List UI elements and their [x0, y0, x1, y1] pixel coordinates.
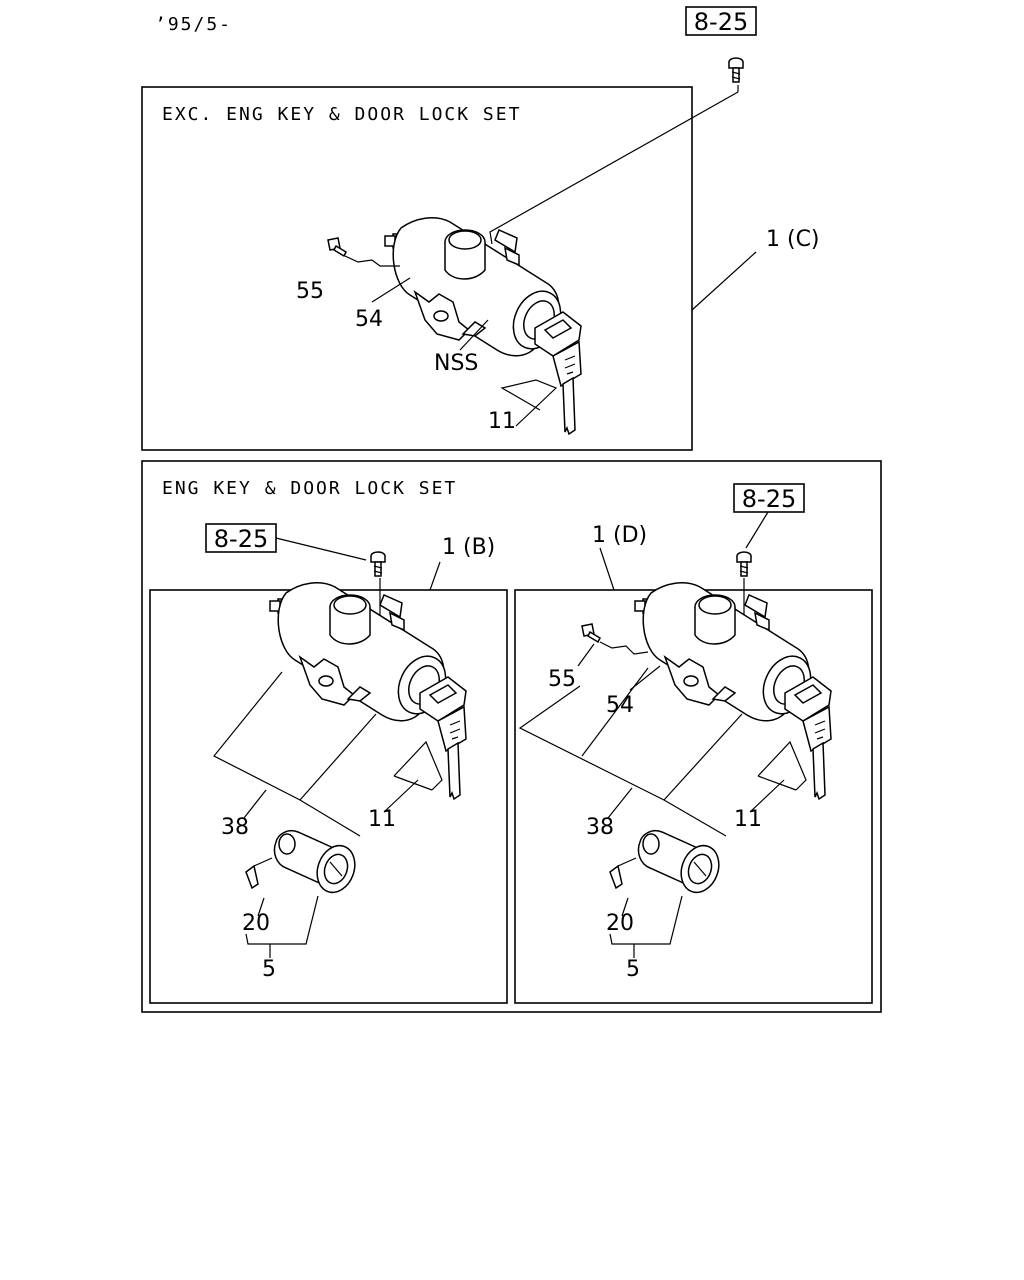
- ref-label-top: 8-25: [694, 8, 748, 36]
- door-lock-d: [609, 829, 726, 899]
- label-11-c: 11: [488, 409, 516, 434]
- ref-box-top: [685, 6, 757, 36]
- pin-screw-c: [327, 237, 347, 257]
- label-38-d: 38: [586, 815, 614, 840]
- label-11-d: 11: [734, 807, 762, 832]
- part-label-1b: 1 (B): [442, 535, 495, 560]
- screw-icon-d: [736, 551, 752, 577]
- ignition-switch-d: [634, 581, 832, 800]
- screw-icon-b: [370, 551, 386, 577]
- label-5-b: 5: [262, 957, 276, 982]
- label-38-b: 38: [221, 815, 249, 840]
- part-label-1d: 1 (D): [592, 523, 647, 548]
- box-set-title: ENG KEY & DOOR LOCK SET: [162, 478, 457, 499]
- label-55-d: 55: [548, 667, 576, 692]
- label-11-b: 11: [368, 807, 396, 832]
- label-5-d: 5: [626, 957, 640, 982]
- part-label-1c: 1 (C): [766, 227, 820, 252]
- label-20-d: 20: [606, 911, 634, 936]
- leader-top-screw: [489, 91, 739, 245]
- label-20-b: 20: [242, 911, 270, 936]
- label-55-c: 55: [296, 279, 324, 304]
- screw-icon-top: [728, 57, 744, 83]
- box-exc-eng-key: [141, 86, 693, 451]
- door-lock-b: [245, 829, 362, 899]
- ref-label-b: 8-25: [214, 525, 268, 553]
- box-eng-key-set: [141, 460, 882, 1013]
- label-nss-c: NSS: [434, 351, 478, 376]
- box-c-title: EXC. ENG KEY & DOOR LOCK SET: [162, 104, 521, 125]
- label-54-c: 54: [355, 307, 383, 332]
- date-code: ’95/5-: [155, 14, 232, 35]
- ref-label-d: 8-25: [742, 485, 796, 513]
- pin-screw-d: [581, 623, 601, 643]
